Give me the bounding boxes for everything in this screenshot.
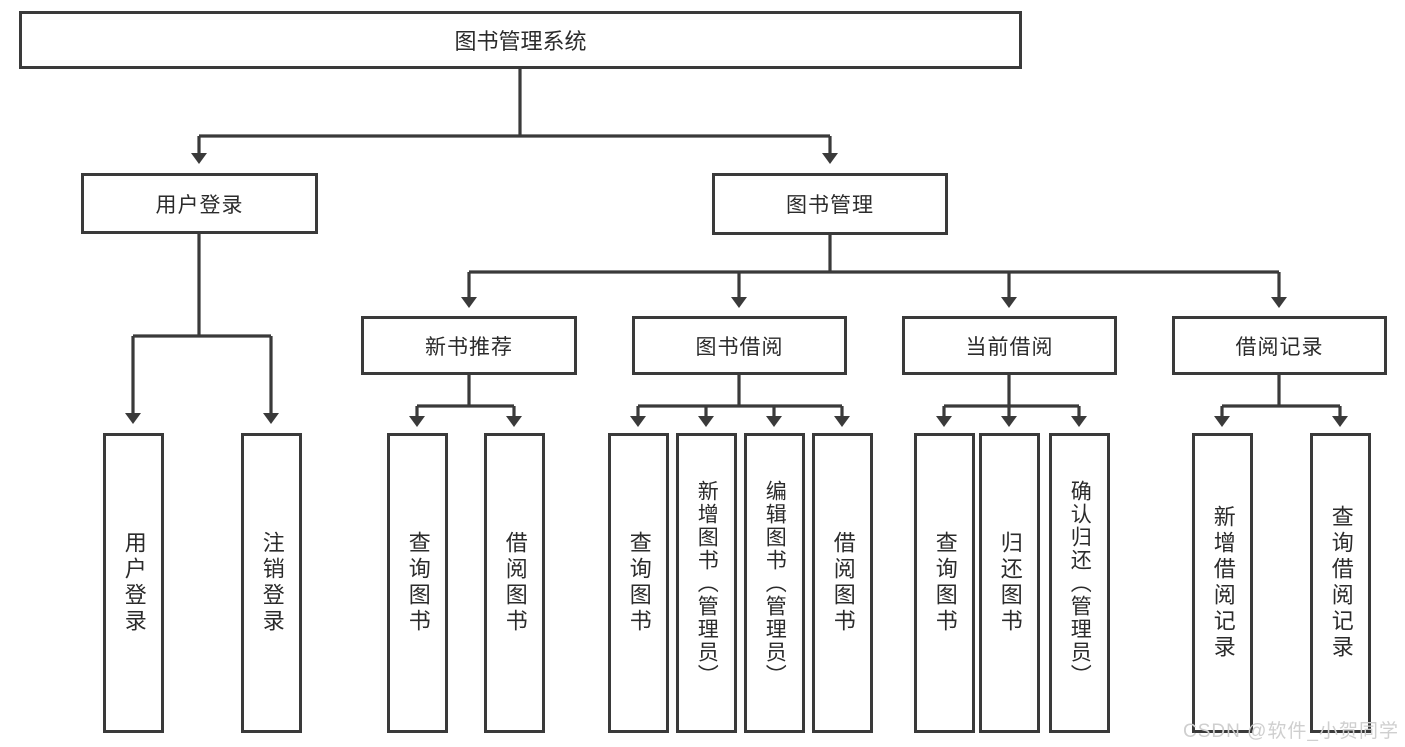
node-user-login[interactable]: 用户登录 [81,173,318,234]
leaf-borrow-book[interactable]: 借阅图书 [812,433,873,733]
leaf-edit-book-admin[interactable]: 编辑图书（管理员） [744,433,805,733]
leaf-query-book-recommend[interactable]: 查询图书 [387,433,448,733]
node-book-borrow[interactable]: 图书借阅 [632,316,847,375]
leaf-add-borrow-record[interactable]: 新增借阅记录 [1192,433,1253,733]
node-label: 借阅图书 [830,531,856,635]
node-borrow-record[interactable]: 借阅记录 [1172,316,1387,375]
node-label: 查询借阅记录 [1328,505,1354,661]
node-label: 注销登录 [259,531,285,635]
node-book-management[interactable]: 图书管理 [712,173,948,235]
node-label: 新书推荐 [425,335,513,359]
node-label: 归还图书 [997,531,1023,635]
node-label: 图书借阅 [695,335,784,359]
node-label: 借阅记录 [1235,335,1324,359]
leaf-logout[interactable]: 注销登录 [241,433,302,733]
node-label: 用户登录 [121,531,147,635]
watermark-text: CSDN @软件_小贺同学 [1183,721,1399,742]
leaf-confirm-return-admin[interactable]: 确认归还（管理员） [1049,433,1110,733]
node-label: 查询图书 [932,531,958,635]
node-label: 用户登录 [155,193,244,217]
node-label: 确认归还（管理员） [1068,479,1092,687]
node-label: 查询图书 [626,531,652,635]
node-label: 新增借阅记录 [1210,505,1236,661]
node-label: 图书管理系统 [454,29,587,54]
leaf-query-borrow-record[interactable]: 查询借阅记录 [1310,433,1371,733]
node-label: 新增图书（管理员） [695,479,719,687]
node-new-book-recommend[interactable]: 新书推荐 [361,316,577,375]
leaf-user-login[interactable]: 用户登录 [103,433,164,733]
node-label: 借阅图书 [502,531,528,635]
leaf-query-book-current[interactable]: 查询图书 [914,433,975,733]
leaf-return-book[interactable]: 归还图书 [979,433,1040,733]
node-label: 当前借阅 [965,335,1054,359]
node-label: 查询图书 [405,531,431,635]
leaf-borrow-book-recommend[interactable]: 借阅图书 [484,433,545,733]
leaf-query-book-borrow[interactable]: 查询图书 [608,433,669,733]
node-label: 图书管理 [786,194,874,217]
node-label: 编辑图书（管理员） [763,479,787,687]
leaf-add-book-admin[interactable]: 新增图书（管理员） [676,433,737,733]
node-current-borrow[interactable]: 当前借阅 [902,316,1117,375]
node-root-system[interactable]: 图书管理系统 [19,11,1022,69]
